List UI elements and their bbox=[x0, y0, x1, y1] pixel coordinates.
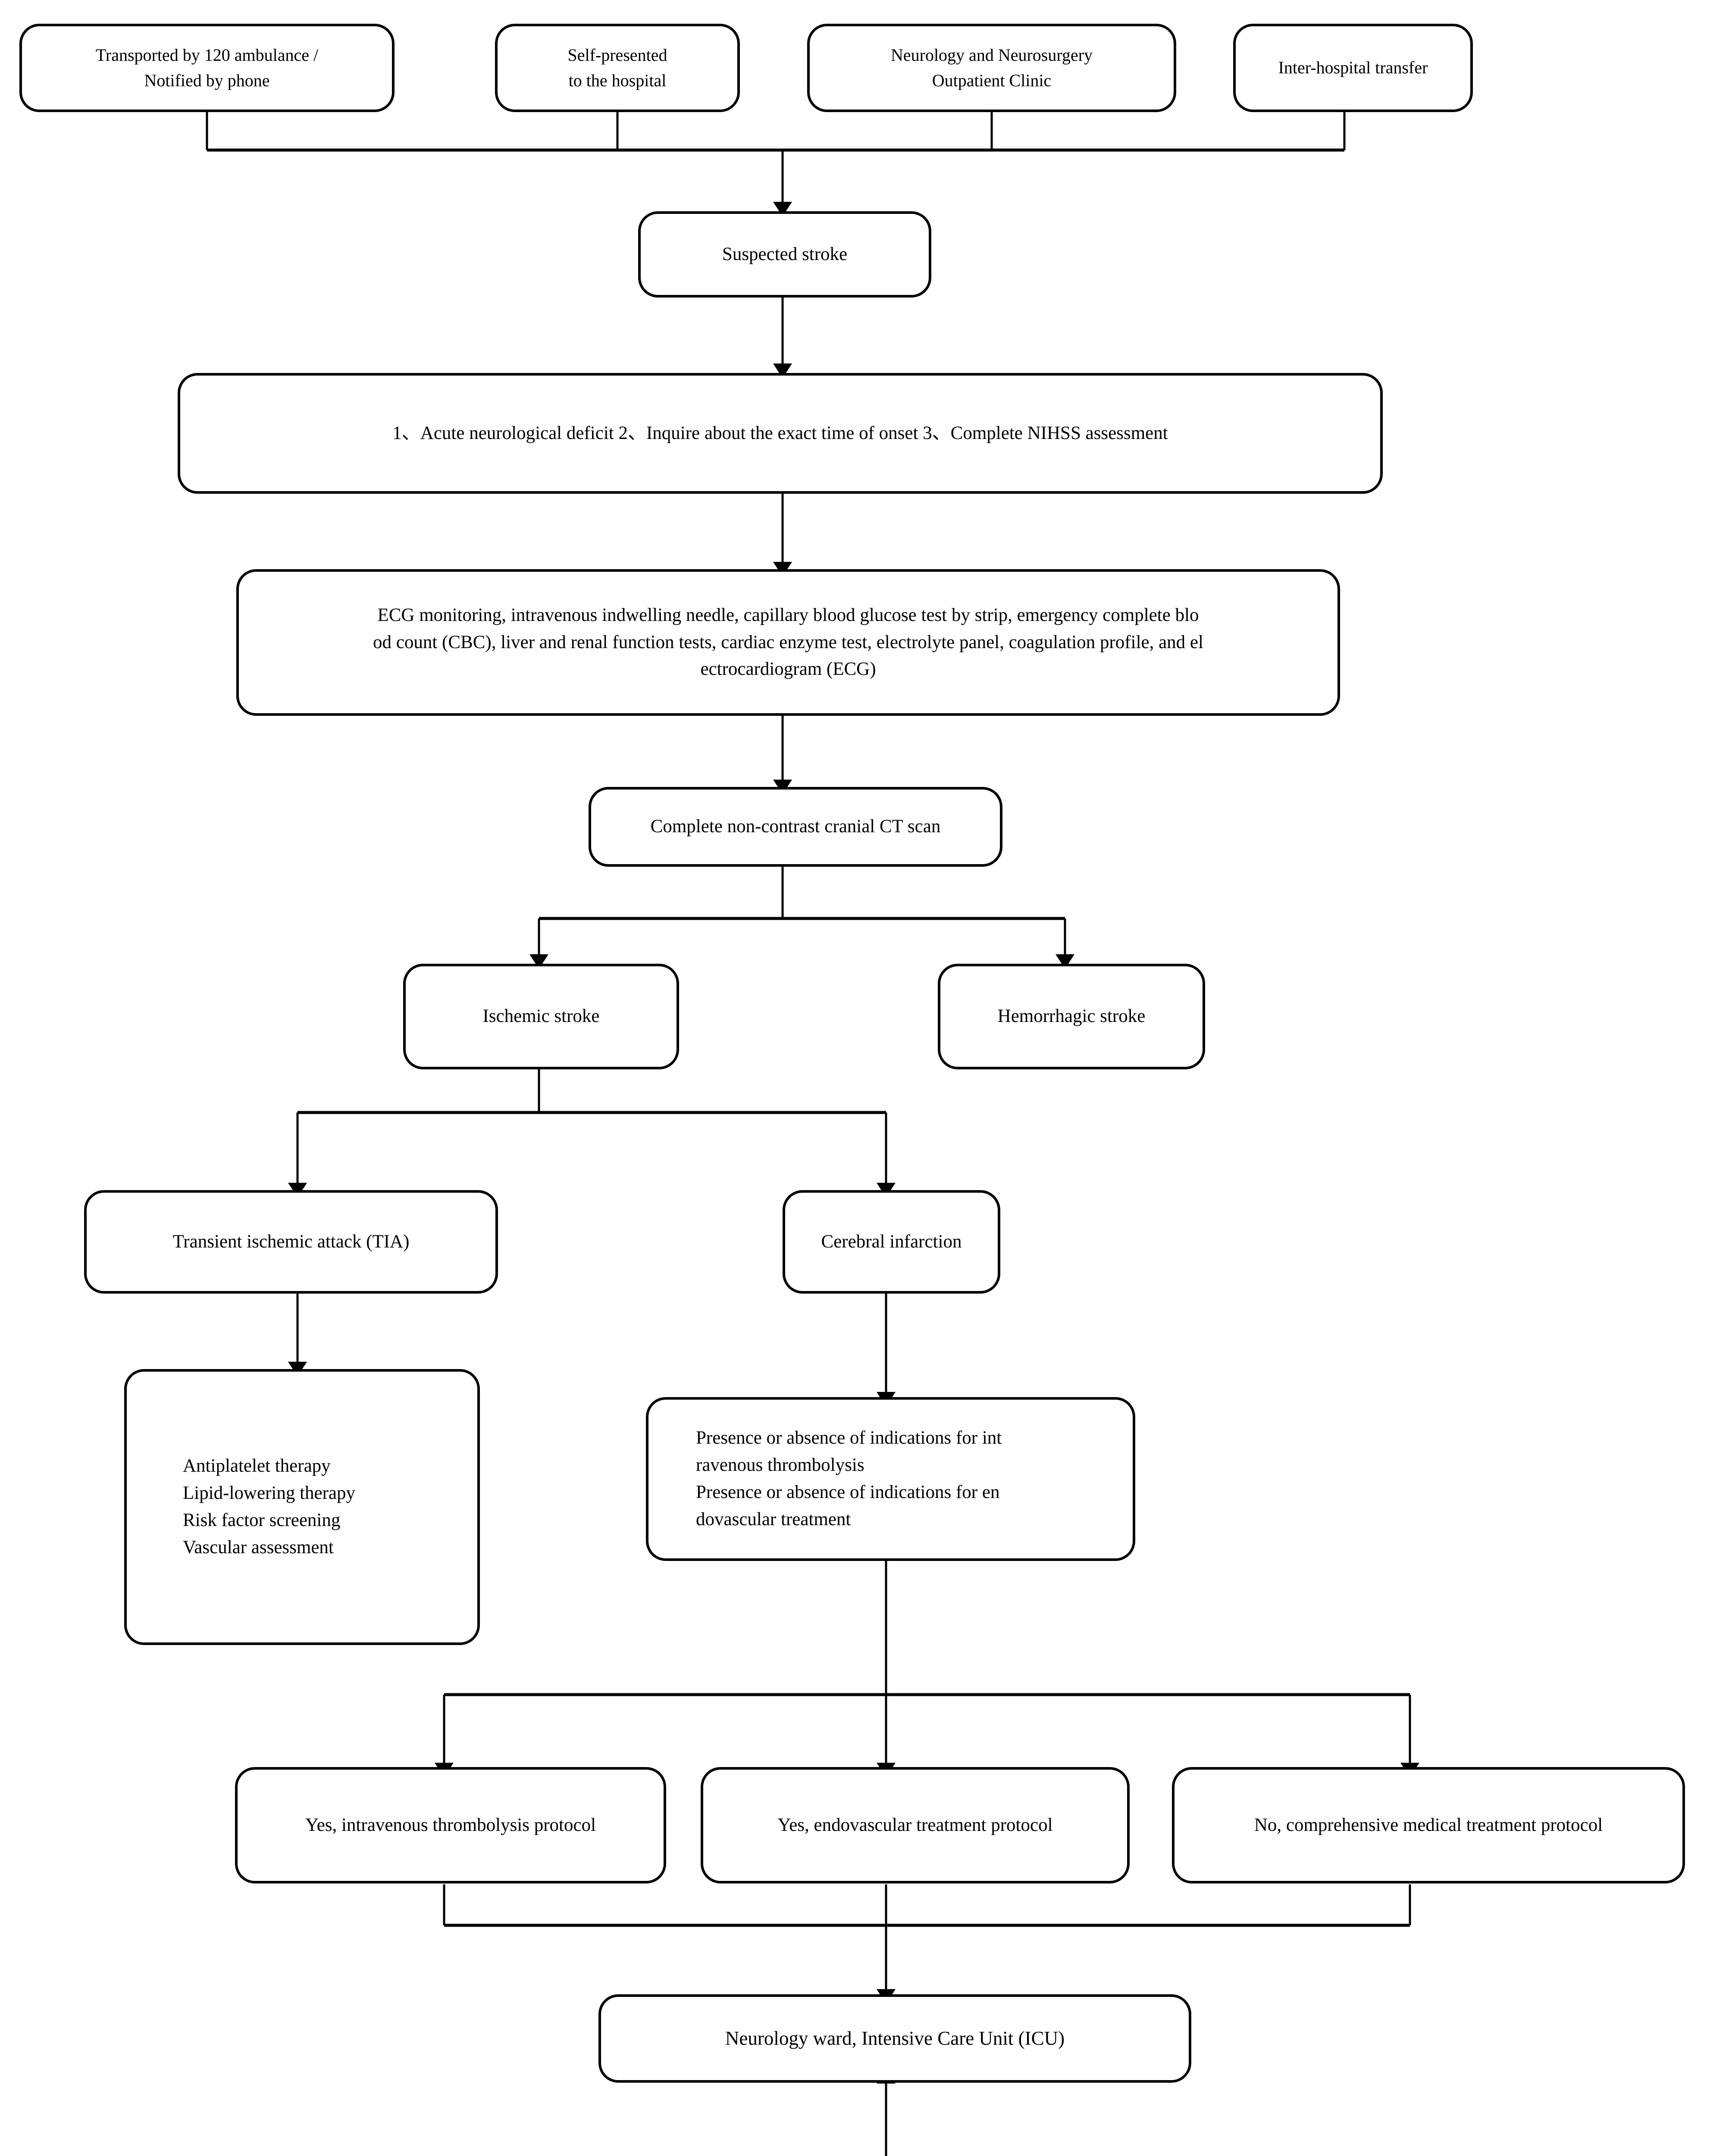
node-cerebral-infarction[interactable]: Cerebral infarction bbox=[783, 1190, 1000, 1294]
node-outpatient-clinic-label: Neurology and Neurosurgery Outpatient Cl… bbox=[890, 45, 1093, 90]
node-inter-hospital-transfer-label: Inter-hospital transfer bbox=[1278, 58, 1428, 78]
node-suspected-stroke[interactable]: Suspected stroke bbox=[638, 211, 931, 298]
node-emergency-labs[interactable]: ECG monitoring, intravenous indwelling n… bbox=[236, 569, 1340, 716]
node-ct-scan-label: Complete non-contrast cranial CT scan bbox=[650, 816, 941, 837]
node-iv-thrombolysis-protocol[interactable]: Yes, intravenous thrombolysis protocol bbox=[235, 1767, 666, 1883]
node-ischemic-stroke[interactable]: Ischemic stroke bbox=[403, 964, 679, 1069]
node-ambulance[interactable]: Transported by 120 ambulance / Notified … bbox=[19, 24, 395, 112]
node-self-presented-label: Self-presented to the hospital bbox=[567, 45, 667, 90]
node-endovascular-protocol[interactable]: Yes, endovascular treatment protocol bbox=[701, 1767, 1130, 1883]
node-ct-scan[interactable]: Complete non-contrast cranial CT scan bbox=[589, 787, 1002, 867]
node-emergency-labs-label: ECG monitoring, intravenous indwelling n… bbox=[373, 605, 1203, 680]
node-initial-assessment[interactable]: 1、Acute neurological deficit 2、Inquire a… bbox=[178, 373, 1383, 494]
node-self-presented[interactable]: Self-presented to the hospital bbox=[495, 24, 740, 112]
node-tia-therapy-label: Antiplatelet therapy Lipid-lowering ther… bbox=[183, 1456, 356, 1557]
node-tia[interactable]: Transient ischemic attack (TIA) bbox=[84, 1190, 498, 1294]
node-ischemic-stroke-label: Ischemic stroke bbox=[482, 1006, 600, 1027]
node-medical-protocol-label: No, comprehensive medical treatment prot… bbox=[1254, 1814, 1603, 1835]
node-suspected-stroke-label: Suspected stroke bbox=[722, 244, 848, 264]
node-initial-assessment-label: 1、Acute neurological deficit 2、Inquire a… bbox=[392, 423, 1168, 443]
node-neurology-ward[interactable]: Neurology ward, Intensive Care Unit (ICU… bbox=[598, 1994, 1191, 2083]
node-tia-therapy[interactable]: Antiplatelet therapy Lipid-lowering ther… bbox=[124, 1369, 480, 1645]
node-ambulance-label: Transported by 120 ambulance / Notified … bbox=[95, 45, 319, 90]
node-treatment-indications-label: Presence or absence of indications for i… bbox=[696, 1428, 1002, 1529]
node-medical-protocol[interactable]: No, comprehensive medical treatment prot… bbox=[1172, 1767, 1685, 1883]
node-tia-label: Transient ischemic attack (TIA) bbox=[172, 1231, 410, 1252]
node-inter-hospital-transfer[interactable]: Inter-hospital transfer bbox=[1233, 24, 1473, 112]
node-treatment-indications[interactable]: Presence or absence of indications for i… bbox=[646, 1397, 1135, 1561]
node-outpatient-clinic[interactable]: Neurology and Neurosurgery Outpatient Cl… bbox=[807, 24, 1176, 112]
node-hemorrhagic-stroke-label: Hemorrhagic stroke bbox=[997, 1006, 1146, 1027]
node-cerebral-infarction-label: Cerebral infarction bbox=[821, 1231, 962, 1252]
node-neurology-ward-label: Neurology ward, Intensive Care Unit (ICU… bbox=[725, 2027, 1065, 2049]
node-endovascular-protocol-label: Yes, endovascular treatment protocol bbox=[777, 1814, 1053, 1835]
node-hemorrhagic-stroke[interactable]: Hemorrhagic stroke bbox=[938, 964, 1205, 1069]
node-iv-thrombolysis-protocol-label: Yes, intravenous thrombolysis protocol bbox=[305, 1814, 596, 1835]
